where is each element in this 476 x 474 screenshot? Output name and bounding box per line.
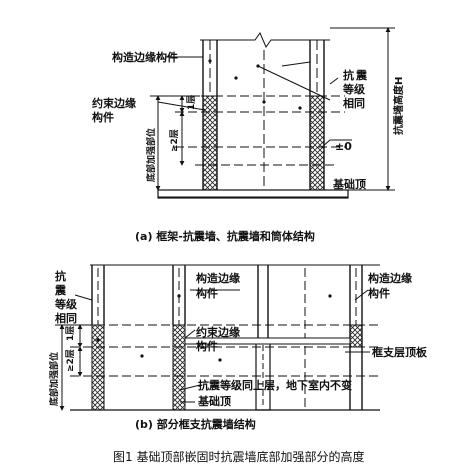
hatched-wall xyxy=(91,324,105,411)
label-boundary-element: 构造边缘构件 xyxy=(112,50,178,64)
label-confined-b-1: 约束边缘 xyxy=(196,325,240,339)
leaders-b xyxy=(74,289,370,403)
floor-lines xyxy=(175,95,345,166)
transfer-slab xyxy=(184,337,351,345)
label-strengthened-b: 底部加强部位 xyxy=(48,352,60,406)
label-ge-two-floors: ≥2层 xyxy=(169,129,180,152)
figure-caption: 图1 基础顶部嵌固时抗震墙底部加强部分的高度 xyxy=(113,449,364,464)
label-same-grade-b-4: 相同 xyxy=(55,311,77,325)
dim-wall-height xyxy=(330,27,395,191)
confined-region-hatch xyxy=(309,95,325,191)
label-boundary-b-right-2: 构件 xyxy=(368,286,390,300)
right-wall xyxy=(309,40,325,191)
left-wall xyxy=(202,40,218,191)
break-line xyxy=(200,31,330,49)
hatched-wall xyxy=(172,324,186,411)
label-zero-level: ±0 xyxy=(335,140,352,153)
label-confined-2: 构件 xyxy=(92,110,114,124)
foundation xyxy=(157,189,349,199)
label-same-grade-3: 等级 xyxy=(342,82,366,96)
label-strengthened: 底部加强部位 xyxy=(145,128,157,182)
label-ge-two-floors-b: ≥2层 xyxy=(65,349,76,372)
label-same-grade-2: 震 xyxy=(355,69,368,82)
diagram-a: 构造边缘构件 抗 震 等级 相同 抗震墙高度H 约束边缘 构件 1层 ≥2层 底… xyxy=(92,27,405,243)
label-foundation-top: 基础顶 xyxy=(332,177,366,191)
caption-b: (b) 部分框支抗震墙结构 xyxy=(135,417,256,431)
label-same-grade-4: 相同 xyxy=(343,96,365,110)
label-same-grade-b-3: 等级 xyxy=(54,297,78,311)
dim-strengthened-b xyxy=(55,324,90,411)
label-one-floor: 1层 xyxy=(186,95,197,110)
caption-a: (a) 框架-抗震墙、抗震墙和筒体结构 xyxy=(135,229,315,243)
label-same-grade-b-2: 震 xyxy=(54,284,67,297)
label-wall-height: 抗震墙高度H xyxy=(392,77,405,135)
dim-strengthened xyxy=(150,95,200,191)
label-same-grade-b-1: 抗 xyxy=(55,269,66,283)
label-same-as-upper: 抗震等级同上层，地下室内不变 xyxy=(198,378,352,392)
label-boundary-b-right-1: 构造边缘 xyxy=(368,271,412,285)
label-transfer-floor: 框支层顶板 xyxy=(372,345,428,359)
diagram-b: 抗 震 等级 相同 构造边缘 构件 构造边缘 构件 1层 ≥2层 底部加强部位 … xyxy=(48,264,428,431)
leaders-a xyxy=(157,56,339,111)
label-foundation-top-b: 基础顶 xyxy=(197,394,231,408)
zero-level-marker xyxy=(321,139,352,148)
label-one-floor-b: 1层 xyxy=(65,326,76,341)
label-confined-b-2: 构件 xyxy=(196,339,218,353)
hatched-wall xyxy=(349,324,363,348)
label-boundary-b-2: 构件 xyxy=(196,286,218,300)
label-same-grade-1: 抗 xyxy=(343,68,354,82)
label-confined-1: 约束边缘 xyxy=(92,96,136,110)
confined-region-hatch xyxy=(202,95,218,191)
label-boundary-b-1: 构造边缘 xyxy=(196,271,240,285)
